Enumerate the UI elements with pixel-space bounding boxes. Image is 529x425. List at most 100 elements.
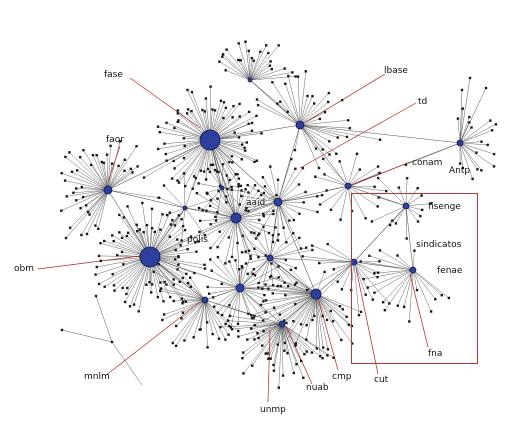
label-pointer <box>305 73 386 123</box>
leaf-edge <box>271 263 317 295</box>
leaf-node <box>291 71 294 74</box>
leaf-edge <box>235 217 276 228</box>
leaf-node <box>316 195 319 198</box>
leaf-edge <box>239 287 267 301</box>
leaf-node <box>244 149 247 152</box>
leaf-node <box>377 176 380 180</box>
leaf-node <box>366 286 369 289</box>
leaf-node <box>237 335 240 338</box>
leaf-node <box>253 338 256 341</box>
hub-faor <box>103 185 113 195</box>
leaf-edge <box>237 287 241 324</box>
leaf-node <box>341 308 344 311</box>
cross-edge <box>290 269 317 295</box>
leaf-edge <box>281 323 304 378</box>
leaf-edge <box>281 323 295 374</box>
label-obm: obm <box>14 264 34 274</box>
leaf-node <box>319 355 322 358</box>
leaf-node <box>186 248 189 251</box>
leaf-node <box>327 100 330 104</box>
leaf-node <box>265 44 268 47</box>
leaf-edge <box>281 323 302 362</box>
leaf-node <box>97 282 101 286</box>
leaf-edge <box>281 323 328 356</box>
leaf-node <box>492 152 496 156</box>
leaf-node <box>253 314 256 318</box>
leaf-node <box>142 230 145 234</box>
leaf-node <box>293 148 297 152</box>
hub-link-edge <box>249 79 301 126</box>
leaf-node <box>241 143 244 146</box>
leaf-node <box>152 270 155 273</box>
leaf-edge <box>207 286 241 289</box>
leaf-node <box>421 208 424 212</box>
leaf-node <box>75 169 79 172</box>
leaf-edge <box>267 323 283 354</box>
leaf-node <box>224 262 227 265</box>
leaf-edge <box>217 287 241 313</box>
leaf-node <box>237 42 240 45</box>
leaf-node <box>173 167 176 170</box>
leaf-node <box>111 234 114 237</box>
leaf-edge <box>315 293 342 341</box>
leaf-node <box>60 172 63 175</box>
hub-link-edge <box>405 205 414 271</box>
leaf-edge <box>215 187 223 221</box>
leaf-edge <box>193 299 206 338</box>
leaf-edge <box>235 217 250 251</box>
hub-node-layer <box>103 77 464 328</box>
leaf-node <box>289 268 293 271</box>
long-edge <box>459 87 487 144</box>
leaf-node <box>276 284 279 288</box>
leaf-node <box>287 74 290 78</box>
leaf-node <box>182 156 186 160</box>
leaf-node <box>137 310 140 313</box>
leaf-node <box>184 184 187 188</box>
leaf-node <box>180 317 183 320</box>
leaf-edge <box>200 217 237 222</box>
leaf-node <box>237 183 240 186</box>
leaf-node <box>257 336 260 340</box>
leaf-node <box>294 344 297 347</box>
leaf-node <box>168 211 171 214</box>
leaf-edge <box>235 213 274 219</box>
leaf-node <box>388 223 392 227</box>
leaf-edge <box>235 217 247 252</box>
cross-edge <box>249 79 288 112</box>
leaf-node <box>415 288 419 292</box>
leaf-node <box>110 340 114 344</box>
leaf-node <box>194 176 198 180</box>
leaf-node <box>279 100 282 103</box>
leaf-edge <box>281 323 307 352</box>
hub-aaid <box>273 197 283 207</box>
leaf-node <box>239 59 242 62</box>
hub-link-edge <box>209 139 279 203</box>
leaf-node <box>264 283 267 286</box>
leaf-edge <box>265 323 283 354</box>
label-antp: Antp <box>449 166 471 176</box>
leaf-node <box>214 168 217 172</box>
leaf-edge <box>299 92 330 126</box>
leaf-node <box>294 167 297 170</box>
leaf-edge <box>217 256 241 289</box>
leaf-node <box>413 249 416 252</box>
hub-nuab <box>278 320 286 328</box>
leaf-edge <box>315 293 353 344</box>
leaf-edge <box>228 320 283 325</box>
leaf-edge <box>459 142 495 167</box>
leaf-node <box>404 163 407 166</box>
leaf-node <box>300 359 303 363</box>
label-pointer <box>355 267 379 375</box>
leaf-node <box>269 357 272 360</box>
leaf-node <box>94 273 97 276</box>
leaf-node <box>247 191 250 194</box>
leaf-edge <box>315 293 362 313</box>
leaf-edge <box>353 261 390 304</box>
leaf-node <box>159 289 162 293</box>
leaf-node <box>177 119 180 122</box>
leaf-edge <box>281 323 288 354</box>
leaf-edge <box>409 269 414 322</box>
leaf-edge <box>235 190 259 219</box>
leaf-edge <box>459 142 495 155</box>
leaf-node <box>335 152 338 155</box>
